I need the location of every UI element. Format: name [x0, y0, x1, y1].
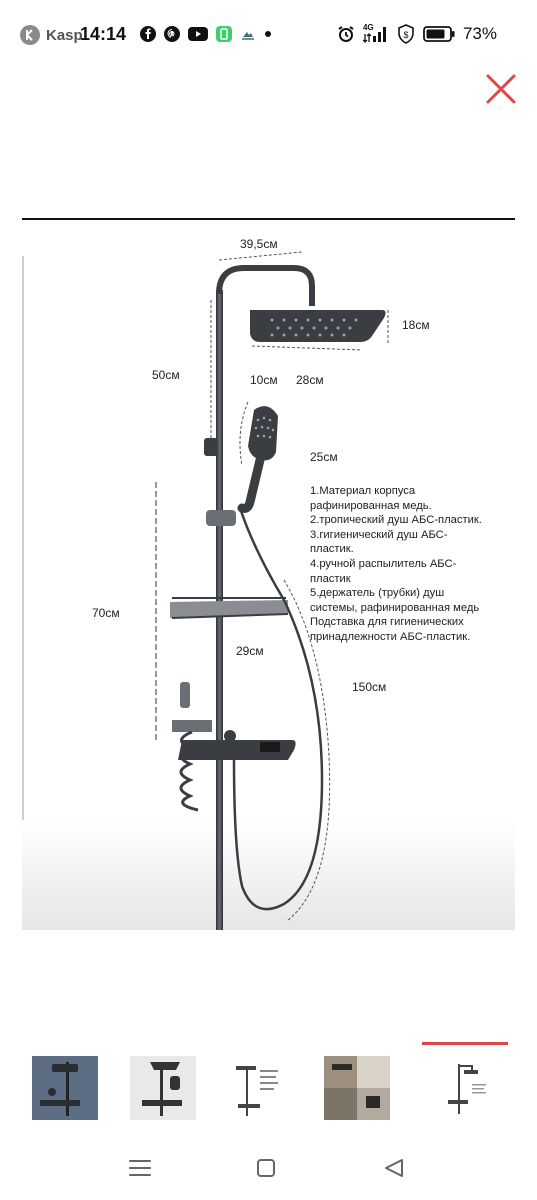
dim-top-arm: 39,5см — [240, 237, 278, 251]
shield-dollar-icon: $ — [398, 24, 414, 44]
spec-line: 2.тропический душ АБС-пластик. — [310, 514, 482, 527]
spec-line: системы, рафинированная медь — [310, 601, 480, 614]
thumbnail-1[interactable] — [32, 1056, 98, 1120]
thermostatic-control-panel — [178, 730, 296, 760]
active-thumbnail-indicator — [422, 1042, 508, 1045]
system-icons: 4G $ 73% — [337, 23, 497, 44]
thumbnail-5[interactable] — [442, 1056, 508, 1120]
spec-line: 5.держатель (трубки) душ — [310, 587, 445, 600]
product-image[interactable]: 39,5см 18см 28см 50см 10см 25см 70см 29с… — [22, 220, 515, 950]
spec-line: 1.Материал корпуса — [310, 485, 416, 497]
back-triangle-icon — [385, 1159, 403, 1177]
home-button[interactable] — [252, 1156, 280, 1180]
spec-line: 3.гигиенический душ АБС- — [310, 528, 448, 541]
back-button[interactable] — [380, 1156, 408, 1180]
app-indicator: Kasp — [20, 24, 83, 46]
spec-line: принадлежности АБС-пластик. — [310, 630, 471, 643]
menu-lines-icon — [129, 1160, 151, 1176]
close-button[interactable] — [484, 72, 518, 106]
spec-line: пластик — [310, 572, 351, 585]
battery-percent: 73% — [462, 24, 497, 43]
green-app-icon — [216, 26, 232, 42]
svg-text:$: $ — [403, 30, 408, 40]
square-home-icon — [257, 1159, 275, 1177]
main-riser-pipe — [216, 290, 223, 950]
pinterest-icon — [164, 26, 180, 42]
app-name: Kasp — [46, 26, 83, 44]
youtube-icon — [188, 27, 208, 41]
spec-line: 4.ручной распылитель АБС- — [310, 557, 457, 570]
thumbnail-2[interactable] — [130, 1056, 196, 1120]
rain-shower-head — [250, 310, 386, 342]
status-bar: Kasp 14:14 4G $ 73% — [0, 0, 537, 68]
shower-diagram — [22, 251, 515, 950]
battery-icon — [423, 26, 455, 42]
spec-line: рафинированная медь. — [310, 499, 432, 512]
dim-arm-height: 50см — [152, 368, 180, 382]
viewer-left-border — [22, 256, 24, 926]
dim-head-height: 18см — [402, 318, 430, 332]
thumbnail-strip — [0, 1040, 537, 1126]
spec-line: пластик. — [310, 543, 354, 556]
alarm-icon — [338, 26, 354, 42]
thumbnail-3[interactable] — [226, 1056, 292, 1120]
dim-head-width: 28см — [296, 373, 324, 387]
facebook-icon — [140, 26, 156, 42]
notification-icons — [140, 26, 272, 42]
dim-hand-width: 10см — [250, 373, 278, 387]
thumbnail-4[interactable] — [324, 1056, 390, 1120]
spec-line: Подставка для гигиенических — [310, 616, 464, 629]
signal-icon: 4G — [362, 23, 389, 43]
hand-shower — [237, 401, 278, 513]
bidet-spray — [172, 682, 212, 812]
more-dot-icon — [265, 31, 271, 37]
recent-apps-button[interactable] — [126, 1156, 154, 1180]
cloud-app-icon — [242, 32, 254, 40]
shelf — [170, 597, 289, 619]
network-label: 4G — [362, 23, 374, 32]
dim-hose-length: 150см — [352, 680, 387, 694]
close-icon — [486, 74, 516, 104]
kaspi-logo-icon — [20, 25, 40, 45]
viewer-top-border — [22, 218, 515, 220]
dim-rail-height: 70см — [92, 606, 120, 620]
dim-shelf-depth: 29см — [236, 644, 264, 658]
dim-hand-length: 25см — [310, 450, 338, 464]
product-specs: 1.Материал корпуса рафинированная медь. … — [310, 484, 510, 645]
clock: 14:14 — [80, 24, 127, 44]
